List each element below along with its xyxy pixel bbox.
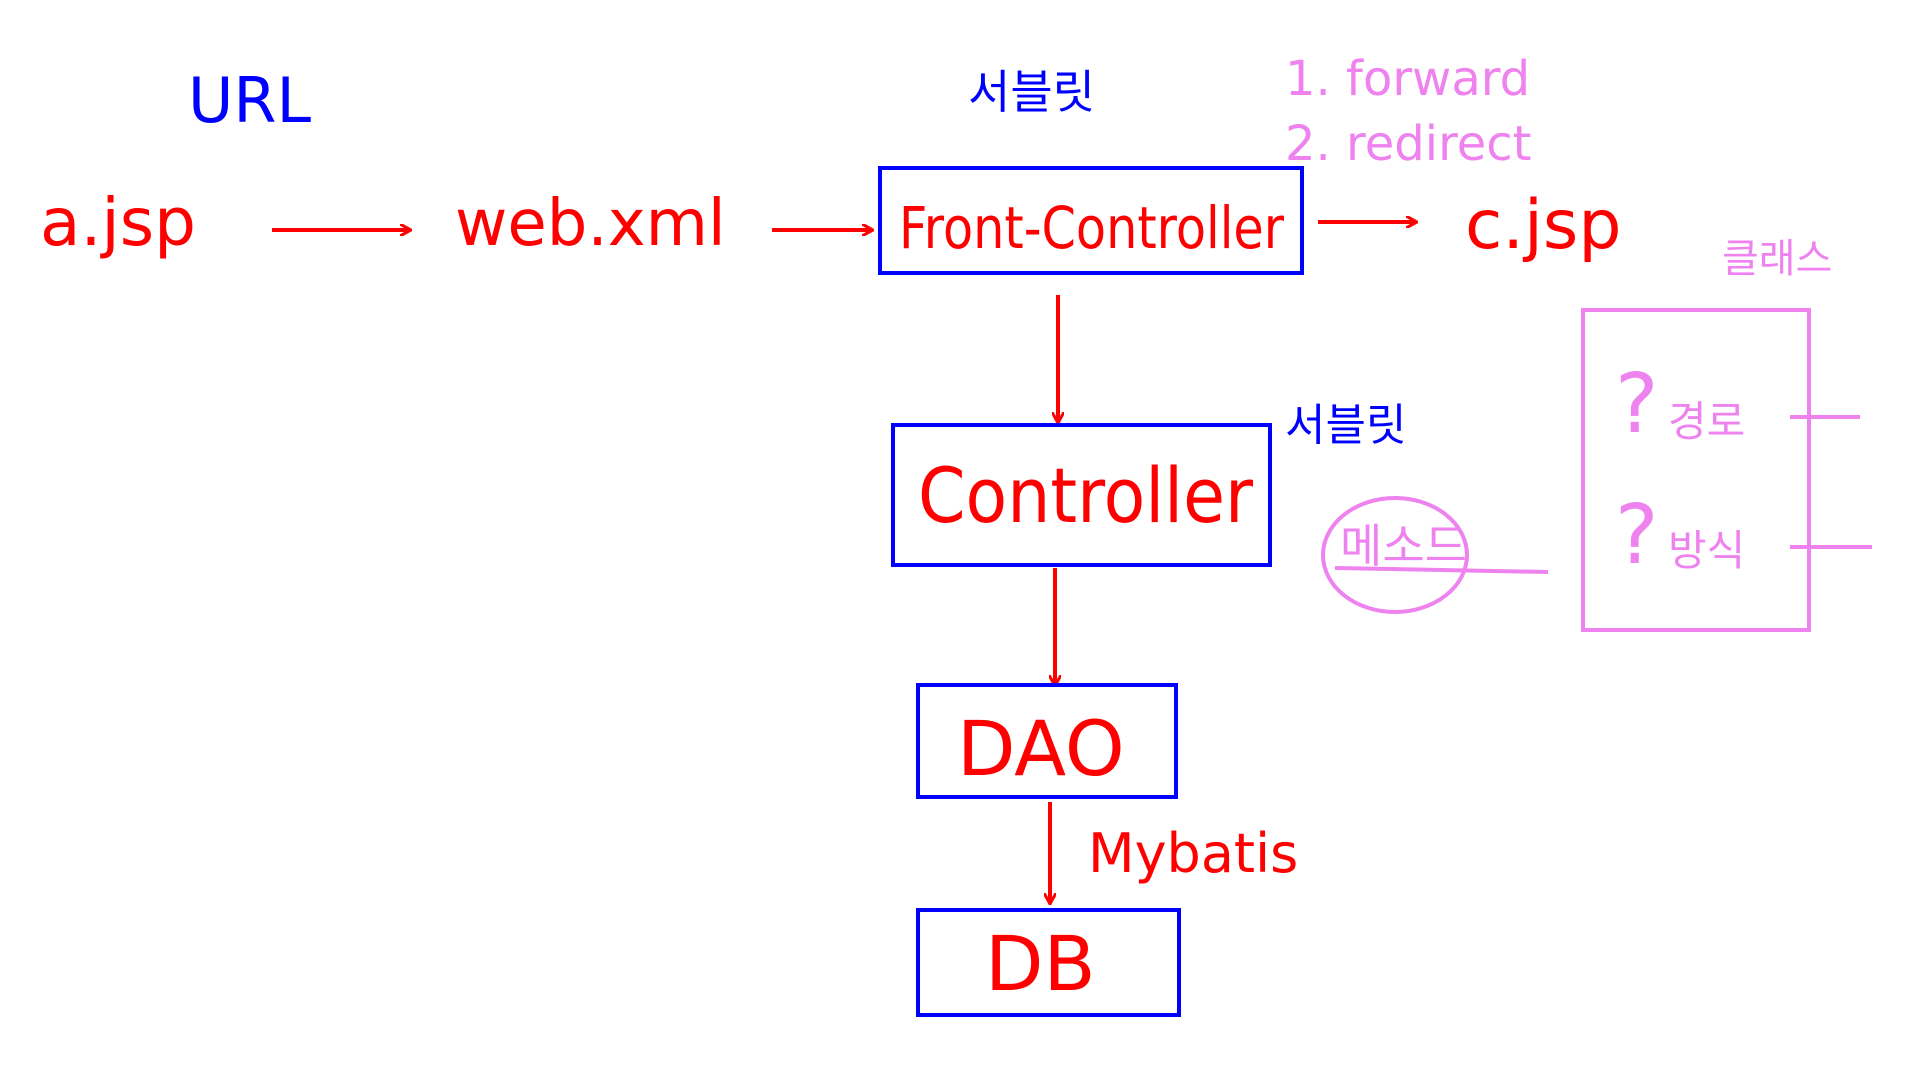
web-xml-label: web.xml [455,187,726,261]
path-label: 경로 [1668,397,1745,446]
controller-label: Controller [918,451,1254,540]
redirect-label: 2. redirect [1285,116,1532,172]
method-circle [1321,496,1469,614]
servlet-label: 서블릿 [968,65,1095,119]
way-label: 방식 [1668,526,1745,575]
mybatis-label: Mybatis [1088,822,1298,885]
dao-label: DAO [957,704,1125,793]
c-jsp-label: c.jsp [1465,186,1622,265]
front-controller-label: Front-Controller [899,194,1284,262]
method-label: 메소드 [1340,519,1467,573]
way-question-mark: ? [1615,488,1659,583]
db-label: DB [985,919,1096,1008]
dao-box [916,683,1178,799]
path-question-mark: ? [1615,357,1659,452]
url-label: URL [188,64,311,137]
method-underline [1334,566,1549,574]
class-box [1581,308,1811,632]
db-box [916,908,1181,1017]
class-label: 클래스 [1722,236,1832,282]
forward-label: 1. forward [1285,51,1530,107]
front-controller-box [878,166,1304,275]
a-jsp-label: a.jsp [40,184,196,261]
controller-box [891,423,1272,567]
service-label: 서블릿 [1285,400,1406,451]
